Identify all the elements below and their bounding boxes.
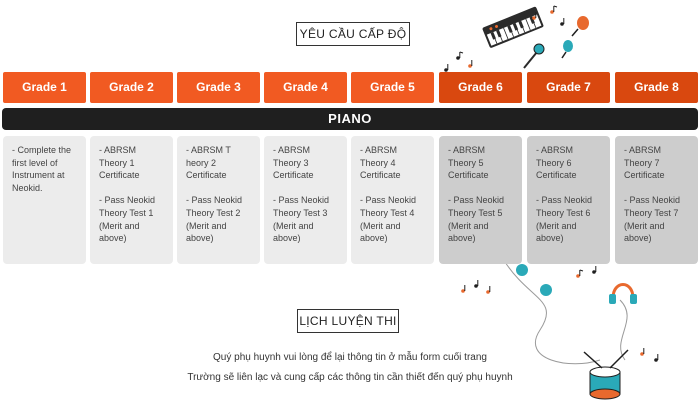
requirement-line: Theory Test 5 bbox=[448, 207, 503, 218]
grade-2[interactable]: Grade 2 bbox=[90, 72, 173, 103]
requirement-line: - Pass Neokid bbox=[624, 195, 681, 206]
section-title-level-requirements: YÊU CẦU CẤP ĐỘ bbox=[296, 22, 410, 46]
grade-3[interactable]: Grade 3 bbox=[177, 72, 260, 103]
requirement-line: above) bbox=[360, 233, 388, 244]
requirement-card-grade-3: - ABRSM T heory 2 Certificate - Pass Neoki… bbox=[177, 136, 260, 264]
requirement-line: - ABRSM bbox=[273, 145, 311, 155]
schedule-info-line-2: Trường sẽ liên lạc và cung cấp các thông… bbox=[187, 372, 513, 383]
schedule-info-line-1: Quý phụ huynh vui lòng để lại thông tin … bbox=[213, 352, 487, 363]
requirement-line bbox=[536, 182, 604, 195]
requirement-line bbox=[99, 182, 167, 195]
grade-4[interactable]: Grade 4 bbox=[264, 72, 347, 103]
grade-8[interactable]: Grade 8 bbox=[615, 72, 698, 103]
requirement-line bbox=[448, 182, 516, 195]
requirement-line: Theory Test 6 bbox=[536, 207, 591, 218]
grade-6[interactable]: Grade 6 bbox=[439, 72, 522, 103]
requirement-line: heory 2 bbox=[186, 157, 217, 168]
requirement-line: - Pass Neokid bbox=[360, 195, 417, 206]
requirement-line: (Merit and bbox=[273, 220, 314, 231]
music-note-icon bbox=[461, 261, 659, 365]
microphone-icon bbox=[523, 43, 545, 69]
requirement-card-grade-6: - ABRSM Theory 5 Certificate - Pass Neokid… bbox=[439, 136, 522, 264]
maracas-icon bbox=[516, 264, 552, 296]
requirement-line: (Merit and bbox=[448, 220, 489, 231]
requirement-line: - Pass Neokid bbox=[448, 195, 505, 206]
requirement-line bbox=[360, 182, 428, 195]
requirement-line: Neokid. bbox=[12, 182, 43, 193]
requirement-line: - Pass Neokid bbox=[273, 195, 330, 206]
requirement-line: - ABRSM T bbox=[186, 145, 231, 155]
requirement-line: Theory Test 2 bbox=[186, 207, 241, 218]
requirement-line: - Pass Neokid bbox=[186, 195, 243, 206]
requirement-line: Instrument at bbox=[12, 170, 65, 181]
requirement-line: (Merit and bbox=[186, 220, 227, 231]
requirement-line: - ABRSM bbox=[360, 145, 398, 155]
requirement-line bbox=[624, 182, 692, 195]
requirement-line: above) bbox=[448, 233, 476, 244]
requirement-card-grade-4: - ABRSM Theory 3 Certificate - Pass Neokid… bbox=[264, 136, 347, 264]
requirement-line: Theory 1 bbox=[99, 157, 135, 168]
requirement-line: - ABRSM bbox=[536, 145, 574, 155]
requirement-line: Certificate bbox=[536, 170, 577, 181]
requirement-line: - Complete the bbox=[12, 145, 72, 155]
requirement-line: above) bbox=[624, 233, 652, 244]
requirement-cards: - Complete the first level of Instrument a… bbox=[3, 136, 698, 264]
requirement-line: Theory 4 bbox=[360, 157, 396, 168]
grade-1[interactable]: Grade 1 bbox=[3, 72, 86, 103]
keyboard-icon bbox=[482, 6, 544, 48]
requirement-line: above) bbox=[536, 233, 564, 244]
requirement-line: Theory Test 1 bbox=[99, 207, 154, 218]
requirement-line: Certificate bbox=[186, 170, 227, 181]
requirement-line: above) bbox=[186, 233, 214, 244]
headphones-icon bbox=[609, 283, 637, 304]
requirement-card-grade-1: - Complete the first level of Instrument a… bbox=[3, 136, 86, 264]
section-title-exam-schedule: LỊCH LUYỆN THI bbox=[297, 309, 399, 333]
requirement-line bbox=[186, 182, 254, 195]
requirement-line: - ABRSM bbox=[99, 145, 137, 155]
grade-5[interactable]: Grade 5 bbox=[351, 72, 434, 103]
instrument-bar-piano: PIANO bbox=[2, 108, 698, 130]
requirement-line: Theory 6 bbox=[536, 157, 572, 168]
requirement-line: (Merit and bbox=[536, 220, 577, 231]
requirement-line: (Merit and bbox=[360, 220, 401, 231]
requirement-line: Theory 7 bbox=[624, 157, 660, 168]
requirement-line bbox=[273, 182, 341, 195]
requirement-line: Certificate bbox=[448, 170, 489, 181]
requirement-line: Theory Test 4 bbox=[360, 207, 415, 218]
requirement-card-grade-7: - ABRSM Theory 6 Certificate - Pass Neokid… bbox=[527, 136, 610, 264]
requirement-line: - Pass Neokid bbox=[536, 195, 593, 206]
requirement-line: above) bbox=[99, 233, 127, 244]
grade-7[interactable]: Grade 7 bbox=[527, 72, 610, 103]
requirement-line: - Pass Neokid bbox=[99, 195, 156, 206]
requirement-line: - ABRSM bbox=[448, 145, 486, 155]
requirement-line: Certificate bbox=[624, 170, 665, 181]
requirement-card-grade-2: - ABRSM Theory 1 Certificate - Pass Neokid… bbox=[90, 136, 173, 264]
requirement-line: Certificate bbox=[360, 170, 401, 181]
requirement-line: Theory Test 7 bbox=[624, 207, 679, 218]
requirement-line: first level of bbox=[12, 157, 58, 168]
requirement-line: Theory Test 3 bbox=[273, 207, 328, 218]
requirement-card-grade-5: - ABRSM Theory 4 Certificate - Pass Neokid… bbox=[351, 136, 434, 264]
requirement-line: above) bbox=[273, 233, 301, 244]
requirement-line: Theory 5 bbox=[448, 157, 484, 168]
requirement-line: Certificate bbox=[273, 170, 314, 181]
requirement-line: (Merit and bbox=[624, 220, 665, 231]
requirement-line: (Merit and bbox=[99, 220, 140, 231]
music-note-icon bbox=[444, 5, 565, 72]
requirement-card-grade-8: - ABRSM Theory 7 Certificate - Pass Neokid… bbox=[615, 136, 698, 264]
maracas-icon bbox=[561, 16, 589, 59]
requirement-line: - ABRSM bbox=[624, 145, 662, 155]
requirement-line: Theory 3 bbox=[273, 157, 309, 168]
requirement-line: Certificate bbox=[99, 170, 140, 181]
grade-tabs: Grade 1 Grade 2 Grade 3 Grade 4 Grade 5 … bbox=[3, 72, 698, 103]
